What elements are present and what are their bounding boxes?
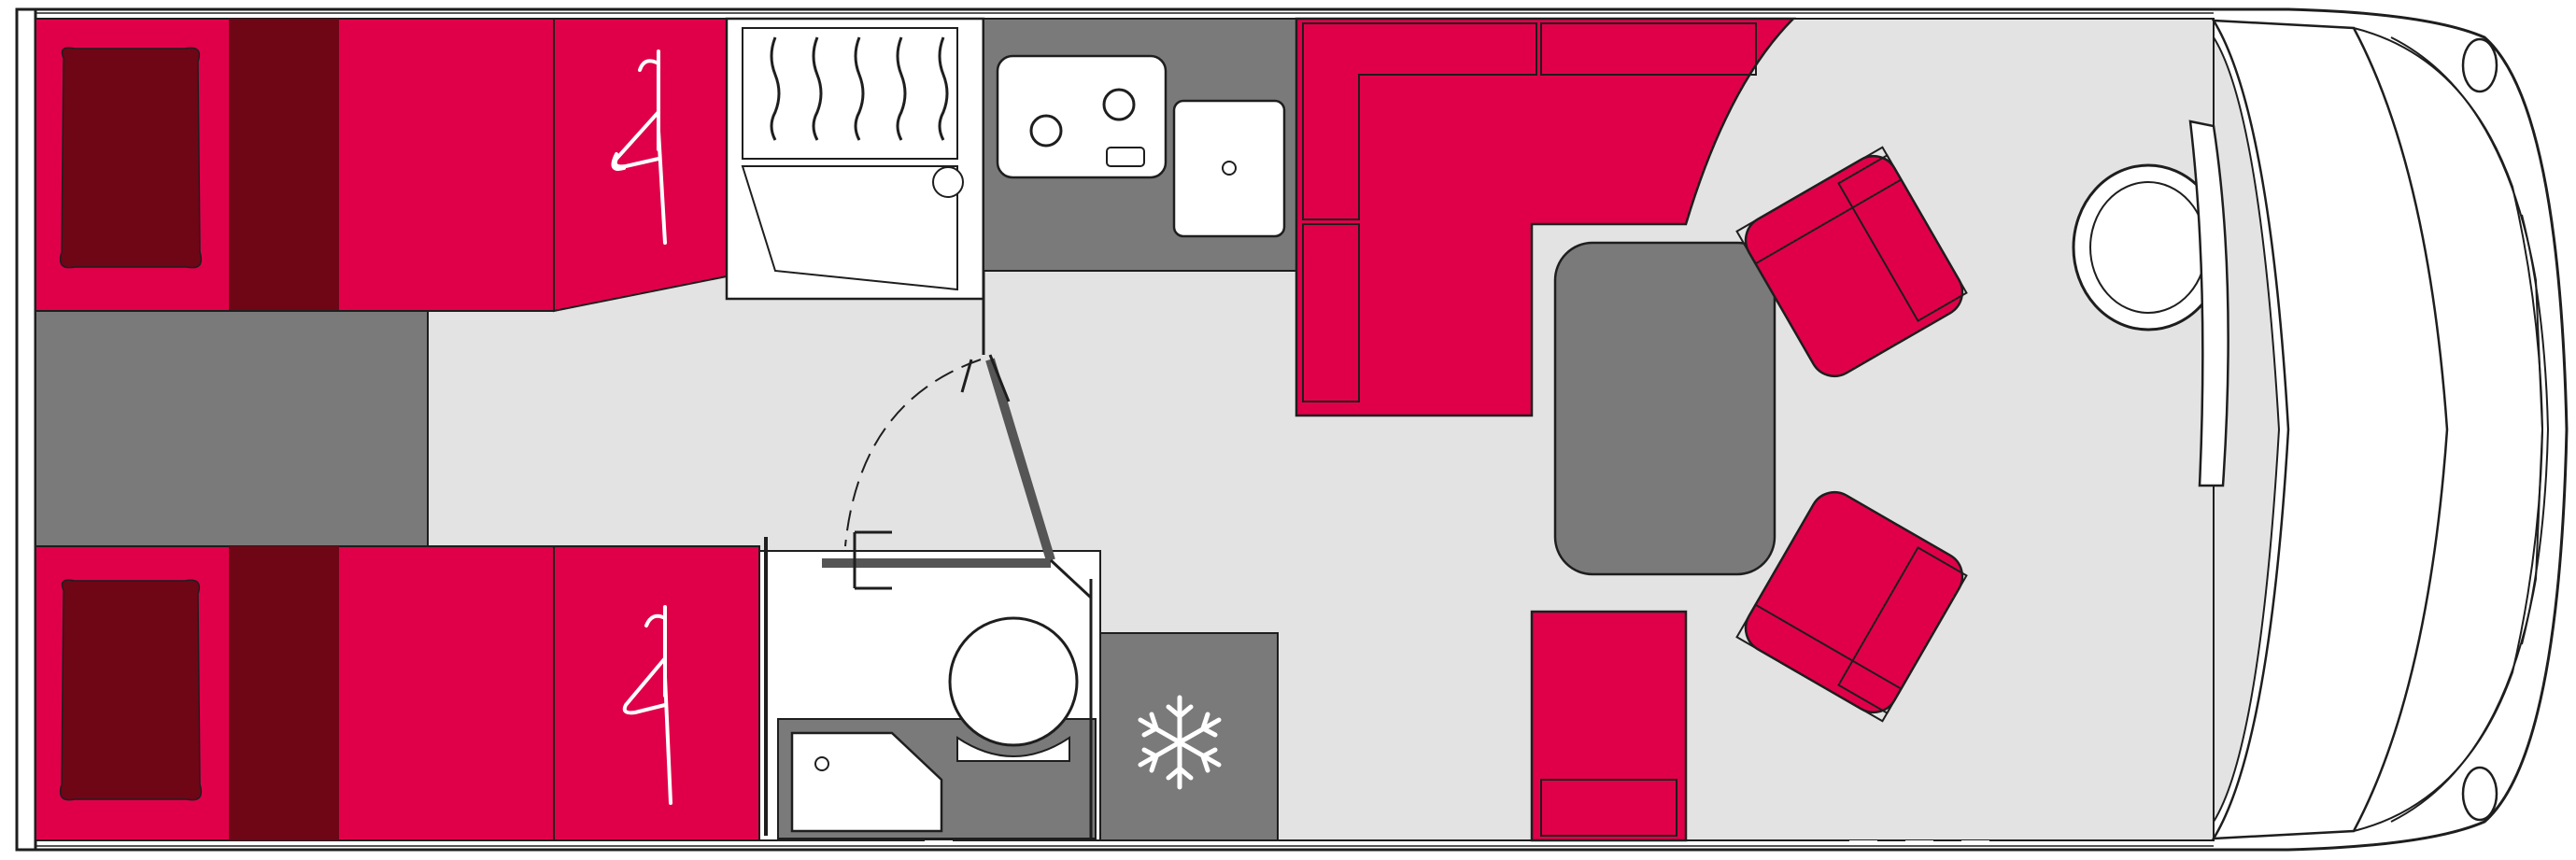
bathroom-top [725, 17, 985, 355]
right-mirror [2461, 766, 2498, 822]
fridge [1099, 632, 1279, 841]
side-bench [1530, 610, 1688, 842]
side-bench-seat [1530, 610, 1688, 842]
cab-seat-top-arm [1735, 146, 1903, 265]
rear-bed-top [35, 18, 757, 313]
bench-backrest-top [1302, 22, 1537, 220]
cab-seat-bottom-arm [1735, 603, 1903, 723]
cab-floor [2213, 19, 2281, 840]
cab-seat-top-back [1837, 154, 1968, 322]
toilet-cistern [956, 736, 1070, 762]
rear-bed-bottom [35, 545, 760, 841]
rear-wall [15, 7, 37, 852]
steering-wheel-inner [2089, 181, 2207, 314]
hanger-icon [622, 605, 672, 805]
steering-wheel-icon [2072, 163, 2225, 331]
wardrobe-bottom [553, 545, 760, 841]
rear-floor-panel [35, 310, 429, 547]
toilet-icon [948, 616, 1079, 747]
door-handle-top [960, 354, 1011, 402]
cab-seat-bottom [1735, 490, 1968, 723]
pillow-icon [59, 47, 203, 269]
bathroom-bottom [758, 537, 1101, 841]
door-frame-diag [1049, 558, 1093, 599]
hob-controls [1106, 147, 1145, 167]
towel-rails [770, 36, 949, 141]
hob-burner-1 [1029, 114, 1063, 148]
door-leaf [985, 358, 1055, 562]
washbasin [790, 731, 943, 833]
hob-burner-2 [1102, 88, 1136, 121]
shower-drain [932, 166, 964, 198]
snowflake-icon [1138, 695, 1222, 790]
bonnet-line [2390, 36, 2544, 823]
dinette-table [1553, 241, 1776, 576]
left-mirror [2461, 37, 2498, 93]
door-swing [822, 354, 1093, 599]
door-handle-bottom [853, 530, 892, 590]
wiper-right [2521, 429, 2549, 645]
bench-backrest-side [1302, 223, 1360, 402]
sink-drain [1222, 161, 1237, 176]
dinette-seating [1295, 17, 1797, 576]
hanger-icon [611, 49, 667, 245]
bench-backrest-top-2 [1540, 22, 1757, 76]
door-arc [844, 359, 982, 547]
bed-bottom-dark-band [229, 546, 339, 840]
pillow-icon [59, 579, 203, 801]
bed-top-dark-band [229, 19, 339, 311]
side-bench-cushion [1540, 779, 1677, 837]
kitchen-block [983, 18, 1297, 272]
dash-console [2188, 120, 2229, 487]
shower-tray [741, 165, 958, 291]
cab-seat-top [1735, 146, 1968, 378]
basin-drain [814, 756, 829, 771]
floor-curve [1685, 18, 1794, 225]
wiper-left [2521, 214, 2549, 430]
